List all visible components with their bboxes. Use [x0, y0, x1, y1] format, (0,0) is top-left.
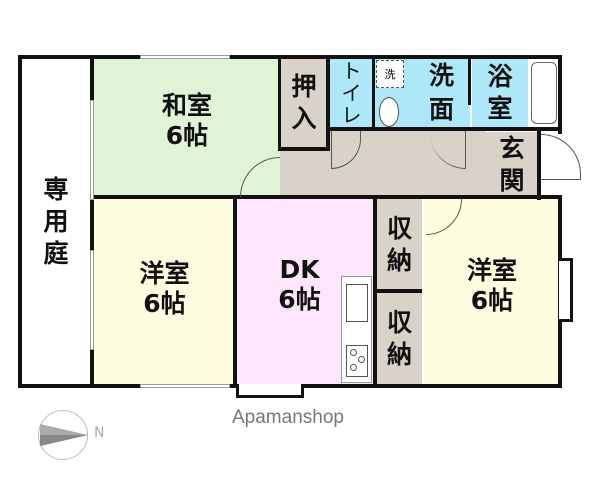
genkan-label: 玄 関	[499, 133, 525, 195]
compass-north-label: N	[94, 425, 105, 441]
wall	[278, 55, 281, 150]
yoshitsu-right-room: 洋室 6帖	[424, 199, 560, 385]
washitsu-label: 和室 6帖	[161, 90, 212, 150]
sink-icon	[346, 284, 368, 322]
bathtub-icon	[528, 56, 560, 130]
oshiire-label: 押 入	[291, 72, 317, 133]
window	[90, 250, 94, 350]
wall	[537, 130, 541, 200]
bath-label: 浴 室	[487, 62, 513, 123]
garden-label: 専 用 庭	[43, 174, 69, 268]
window	[559, 258, 573, 322]
shuno-bottom-label: 収 納	[386, 308, 412, 369]
wall	[326, 127, 560, 131]
compass-icon	[38, 410, 88, 460]
wall	[18, 55, 22, 388]
dk-label: DK 6帖	[278, 255, 321, 314]
kitchen-counter	[341, 276, 372, 383]
window	[90, 100, 94, 200]
toilet-room: ト イ レ	[330, 56, 373, 130]
window	[140, 55, 230, 59]
wall	[18, 55, 562, 59]
window	[236, 384, 304, 398]
genkan-entrance: 玄 関	[486, 132, 538, 197]
wall	[278, 147, 330, 151]
washitsu-room: 和室 6帖	[94, 56, 280, 197]
wall	[558, 55, 562, 134]
bath-room: 浴 室	[472, 56, 528, 130]
brand-watermark: Apamanshop	[232, 407, 344, 428]
senmen-label: 洗 面	[428, 61, 454, 124]
wall	[375, 289, 422, 293]
washer-label: 洗	[384, 68, 396, 81]
wall	[468, 55, 471, 105]
garden: 専 用 庭	[18, 55, 94, 388]
wall	[233, 197, 237, 388]
toilet-label: ト イ レ	[341, 59, 362, 127]
yoshitsu-left-room: 洋室 6帖	[94, 199, 235, 385]
stove-icon	[346, 345, 368, 377]
sink-icon	[379, 97, 399, 127]
yoshitsu-right-label: 洋室 6帖	[466, 256, 517, 315]
window	[140, 384, 230, 388]
wall	[372, 55, 375, 130]
shuno-top-closet: 収 納	[377, 199, 422, 290]
wall	[326, 55, 330, 151]
washer-spot: 洗	[376, 60, 404, 88]
shuno-bottom-closet: 収 納	[377, 293, 422, 385]
wall	[90, 55, 94, 388]
entrance-door-swing	[541, 134, 581, 180]
yoshitsu-left-label: 洋室 6帖	[139, 259, 190, 318]
wall	[90, 195, 562, 199]
shuno-top-label: 収 納	[386, 213, 412, 275]
